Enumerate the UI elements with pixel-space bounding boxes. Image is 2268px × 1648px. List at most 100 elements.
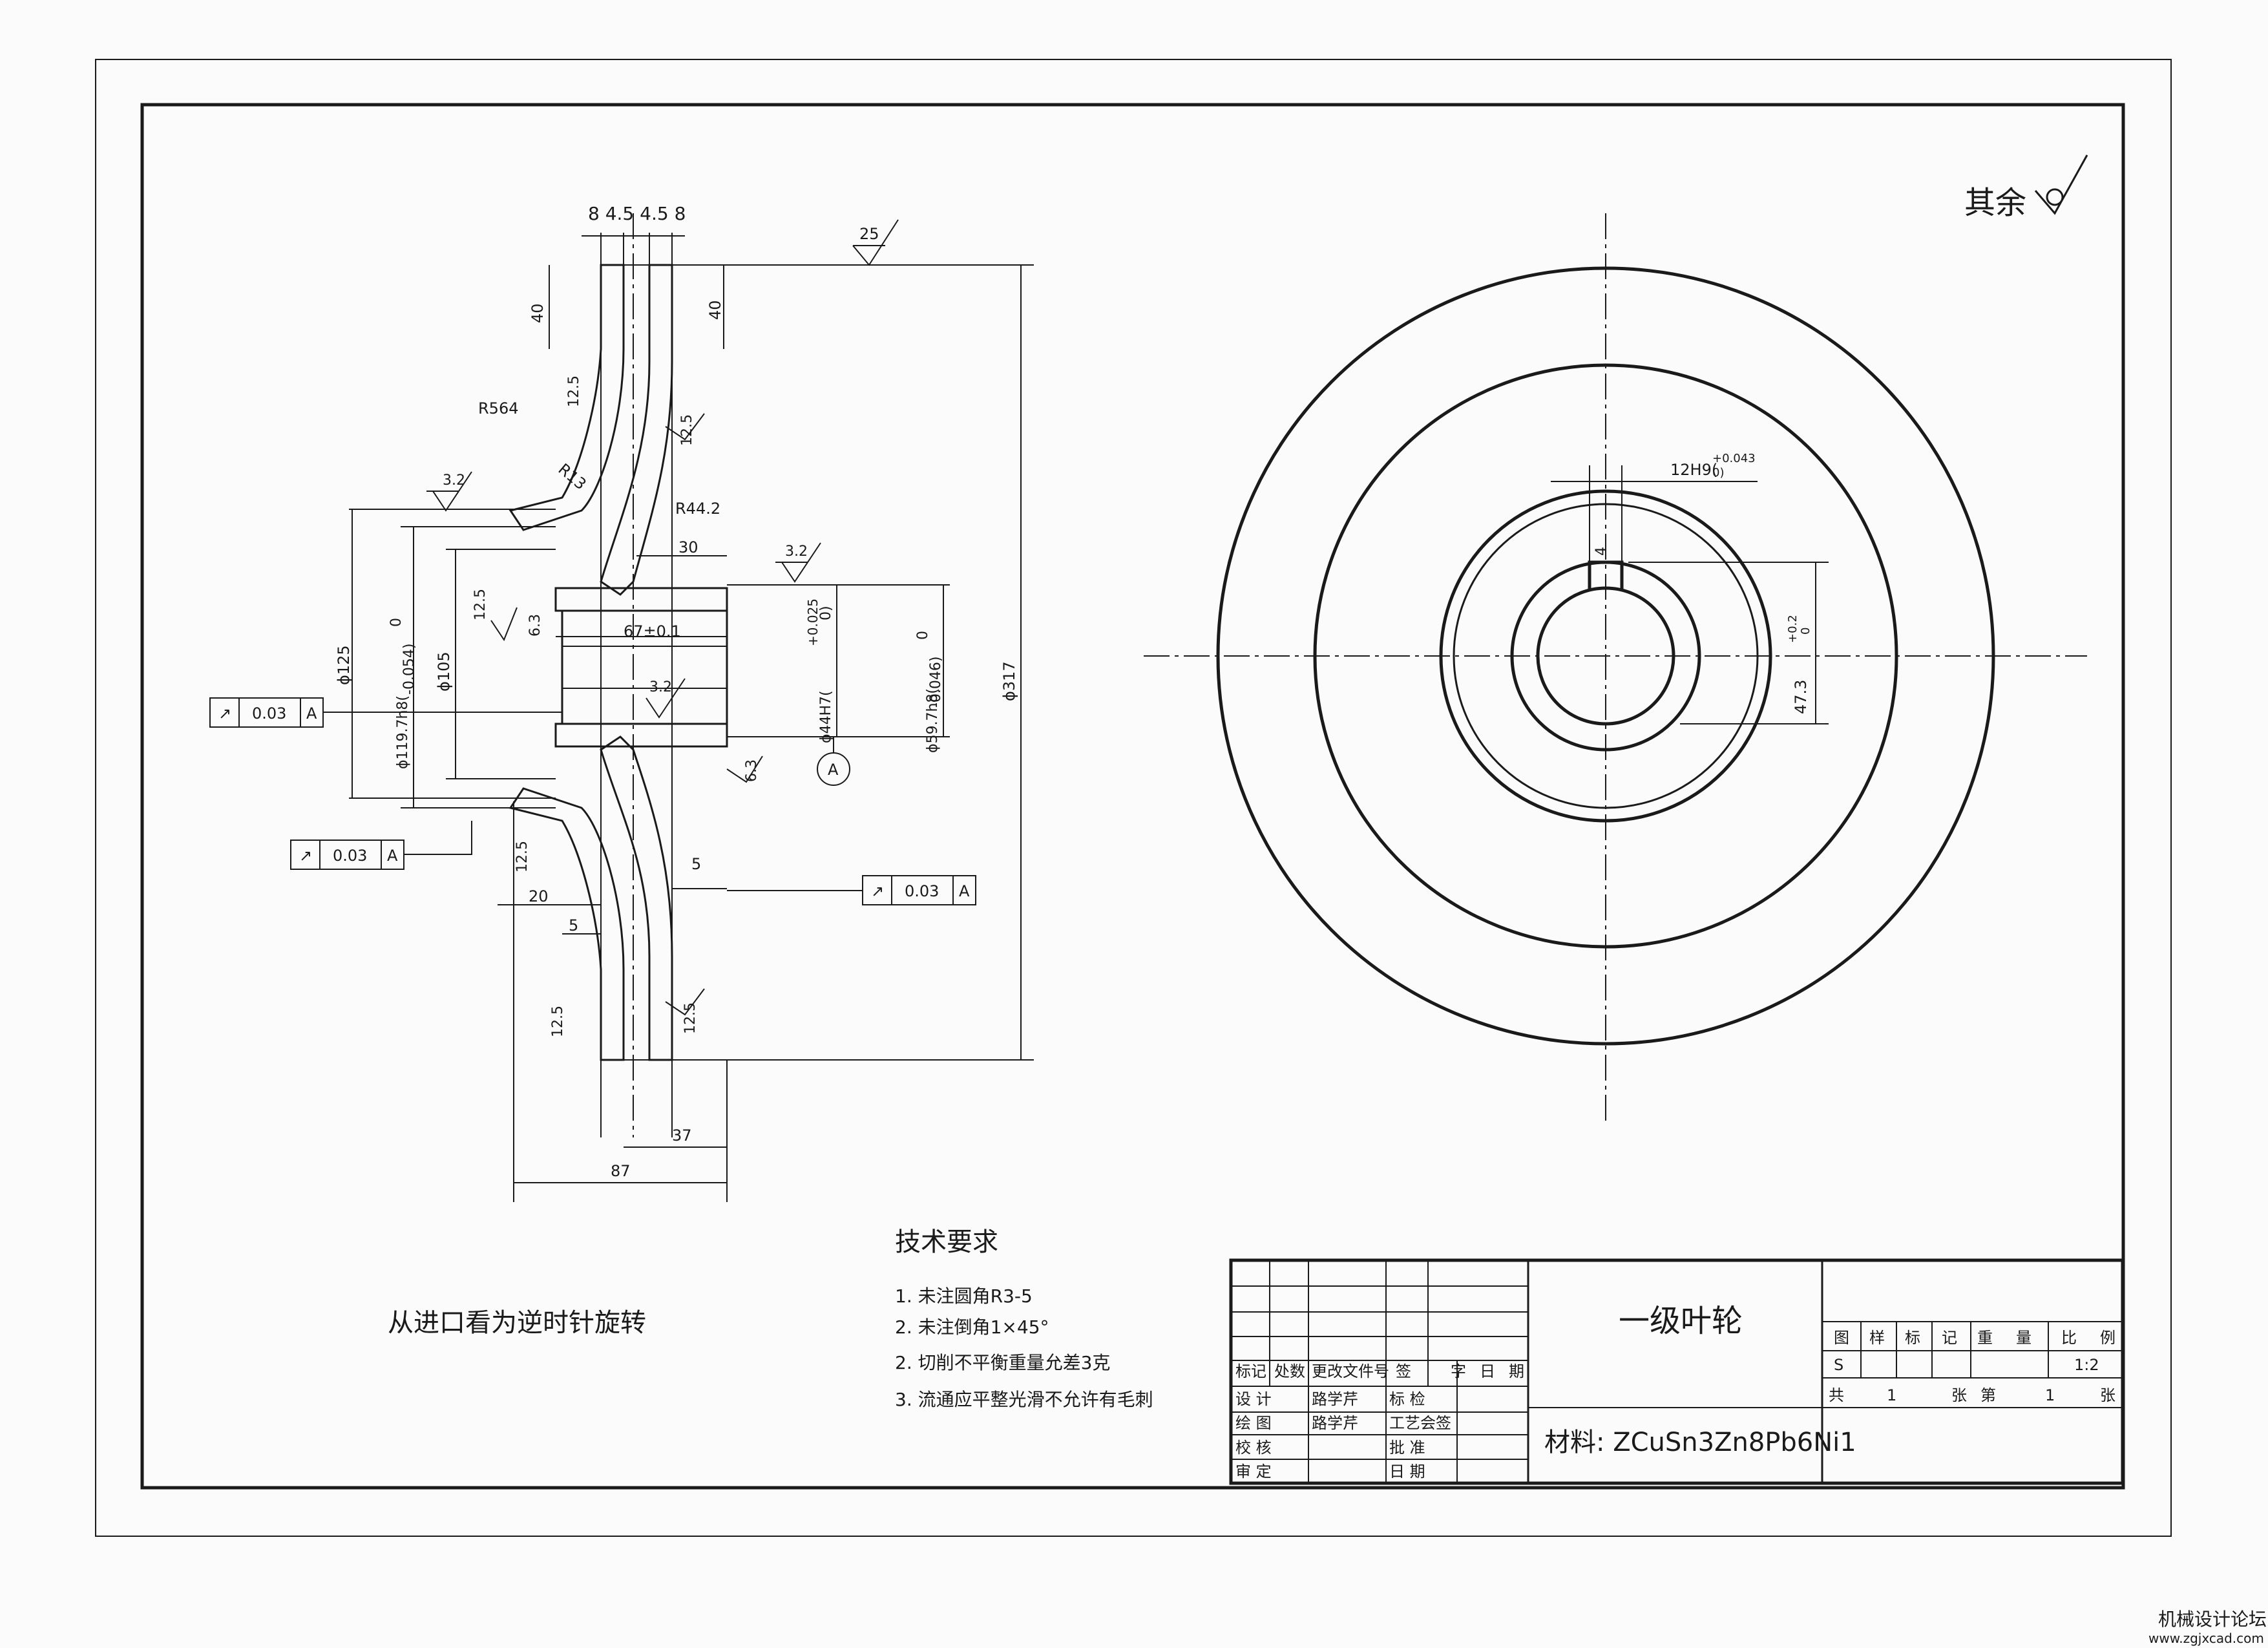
surface-finish-icon xyxy=(2034,154,2088,215)
dim-r564: R564 xyxy=(478,399,518,417)
dim-87: 87 xyxy=(611,1162,631,1180)
rev-h-1: 处数 xyxy=(1274,1362,1305,1380)
dim-67: 67±0.1 xyxy=(624,622,681,640)
dim-d125: ϕ125 xyxy=(335,645,353,685)
sign-role2-3: 批 准 xyxy=(1389,1439,1425,1457)
svg-text:A: A xyxy=(387,847,398,865)
surface-ra-12-5-b: 12.5 xyxy=(679,414,695,446)
rh-1: 样 xyxy=(1869,1329,1885,1347)
rev-h-6: 期 xyxy=(1509,1362,1524,1380)
svg-text:A: A xyxy=(306,704,317,723)
sheet-4: 1 xyxy=(2045,1386,2055,1404)
tolerance-frame-2: ↗ 0.03 A xyxy=(290,821,472,870)
rh-0: 图 xyxy=(1834,1329,1849,1347)
sheet-1: 1 xyxy=(1887,1386,1896,1404)
dim-d119-tol: 0 xyxy=(388,618,404,627)
sign-name-2: 路学芹 xyxy=(1312,1414,1358,1432)
material-label: 材料: ZCuSn3Zn8Pb6Ni1 xyxy=(1544,1428,1856,1457)
upper-disc-section xyxy=(600,264,673,596)
rev-h-3: 签 xyxy=(1396,1362,1411,1380)
dim-d59: ϕ59.7h8( xyxy=(925,688,941,753)
rev-h-0: 标记 xyxy=(1235,1362,1266,1380)
dim-d44-tol2: 0) xyxy=(818,606,834,620)
outer-border xyxy=(95,59,2172,1537)
surface-ra-3-2-b: 3.2 xyxy=(785,544,808,560)
dim-key-depth-tol2: 0 xyxy=(1799,628,1812,635)
dim-r13: R13 xyxy=(554,460,589,494)
keyway xyxy=(1588,560,1624,589)
surface-ra-12-5-d: 12.5 xyxy=(514,841,530,872)
dim-d44: ϕ44H7( xyxy=(818,690,834,743)
sign-role-4: 审 定 xyxy=(1235,1463,1272,1481)
dim-top-stack: 8 4.5 4.5 8 xyxy=(588,203,686,224)
sign-role2-1: 标 检 xyxy=(1389,1390,1425,1408)
svg-text:0.03: 0.03 xyxy=(905,882,939,900)
surface-ra-12-5-e: 12.5 xyxy=(550,1006,566,1037)
dim-d59-tol: 0 xyxy=(915,631,931,640)
rh-2: 标 xyxy=(1905,1329,1920,1347)
surface-ra-3-2-c: 3.2 xyxy=(649,679,672,695)
rh-3: 记 xyxy=(1942,1329,1957,1347)
sheet-3: 第 xyxy=(1980,1386,1996,1404)
watermark-url: www.zgjxcad.com xyxy=(2148,1631,2264,1646)
svg-text:0.03: 0.03 xyxy=(333,847,367,865)
rh-7: 例 xyxy=(2100,1329,2116,1347)
datum-a-label: A xyxy=(828,761,839,779)
tech-item-1: 1. 未注圆角R3-5 xyxy=(895,1285,1033,1307)
dim-37: 37 xyxy=(672,1126,692,1145)
lower-disc-section xyxy=(600,735,673,1061)
rev-h-4: 字 xyxy=(1451,1362,1466,1380)
dim-key-small: 4 xyxy=(1593,547,1610,556)
svg-text:↗: ↗ xyxy=(871,882,884,900)
dim-30: 30 xyxy=(678,538,698,556)
dim-d119: ϕ119.7h8( xyxy=(395,695,411,769)
tech-title: 技术要求 xyxy=(895,1227,998,1257)
sign-role-3: 校 核 xyxy=(1235,1439,1272,1457)
surface-ra-6-3-a: 6.3 xyxy=(527,614,543,637)
surface-ra-6-3-b: 6.3 xyxy=(744,759,760,782)
surface-ra-12-5-f: 12.5 xyxy=(682,1002,698,1034)
hub-top-section xyxy=(554,587,728,612)
surface-rest-label: 其余 xyxy=(1964,185,2026,221)
tolerance-frame-1: ↗ 0.03 A xyxy=(209,697,562,728)
front-view xyxy=(1144,213,2087,1125)
dim-r44: R44.2 xyxy=(675,500,720,518)
dim-5a: 5 xyxy=(691,855,701,873)
dim-key-width-tol2: 0) xyxy=(1712,466,1724,480)
title-block xyxy=(1229,1258,2125,1485)
svg-text:A: A xyxy=(959,882,970,900)
stage-mark: S xyxy=(1834,1356,1843,1374)
sheet-2: 张 xyxy=(1951,1386,1967,1404)
sign-role-2: 绘 图 xyxy=(1235,1414,1272,1432)
dim-key-width-tol: +0.043 xyxy=(1712,452,1756,465)
section-view xyxy=(349,213,1034,1202)
dim-key-depth: 47.3 xyxy=(1792,680,1810,714)
sign-role-1: 设 计 xyxy=(1235,1390,1272,1408)
dim-5b: 5 xyxy=(569,916,578,935)
scale-value: 1:2 xyxy=(2074,1356,2099,1374)
part-name: 一级叶轮 xyxy=(1619,1303,1743,1339)
sheet-0: 共 xyxy=(1829,1386,1844,1404)
inner-frame xyxy=(140,103,2125,1490)
rh-5: 量 xyxy=(2016,1329,2032,1347)
sheet-5: 张 xyxy=(2100,1386,2116,1404)
dim-d119-tol2: -0.054) xyxy=(401,643,417,695)
tech-item-3: 2. 切削不平衡重量允差3克 xyxy=(895,1352,1110,1373)
sign-name-1: 路学芹 xyxy=(1312,1390,1358,1408)
rev-h-5: 日 xyxy=(1480,1362,1495,1380)
surface-ra-12-5-a: 12.5 xyxy=(566,375,582,407)
watermark-forum: 机械设计论坛 xyxy=(2158,1609,2267,1630)
dim-d105: ϕ105 xyxy=(435,651,453,692)
svg-text:↗: ↗ xyxy=(218,704,231,723)
dim-d44-tol: +0.025 xyxy=(805,598,821,646)
sign-role2-2: 工艺会签 xyxy=(1389,1414,1451,1432)
dim-40-left: 40 xyxy=(529,303,547,323)
surface-ra-25: 25 xyxy=(859,225,879,243)
rh-6: 比 xyxy=(2061,1329,2077,1347)
surface-ra-3-2-a: 3.2 xyxy=(443,472,465,489)
tech-item-2: 2. 未注倒角1×45° xyxy=(895,1316,1049,1338)
hub-bottom-section xyxy=(554,723,728,748)
sign-role2-4: 日 期 xyxy=(1389,1463,1425,1481)
tolerance-frame-3: ↗ 0.03 A xyxy=(727,875,976,905)
